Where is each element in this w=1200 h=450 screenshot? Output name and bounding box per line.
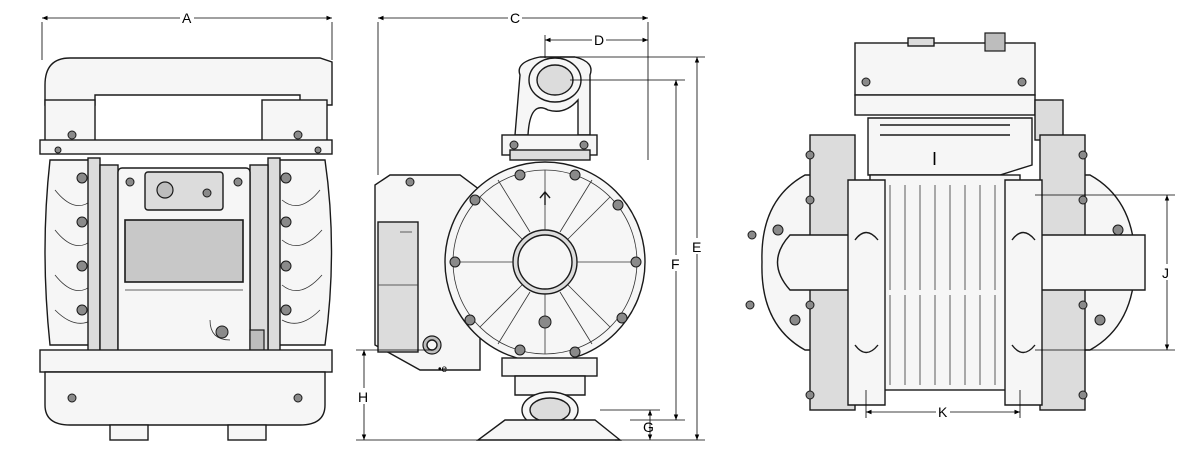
dim-label-c: C [510, 10, 520, 26]
dim-label-e: E [692, 239, 701, 255]
port-mark: •e [438, 364, 448, 375]
dim-label-a: A [182, 10, 192, 26]
dimension-lines [41, 15, 1175, 441]
pump-front-view-icon [39, 57, 333, 441]
dim-label-f: F [671, 256, 680, 272]
dim-label-j: J [1162, 265, 1169, 281]
dim-label-k: K [938, 404, 948, 420]
dim-label-h: H [358, 389, 368, 405]
cooling-fins [889, 185, 996, 385]
pump-side-view-icon: •e [374, 56, 646, 441]
center-mark: I [932, 149, 937, 169]
dim-label-g: G [643, 419, 654, 435]
pump-top-view-icon: I [745, 32, 1146, 411]
dim-label-d: D [594, 32, 604, 48]
